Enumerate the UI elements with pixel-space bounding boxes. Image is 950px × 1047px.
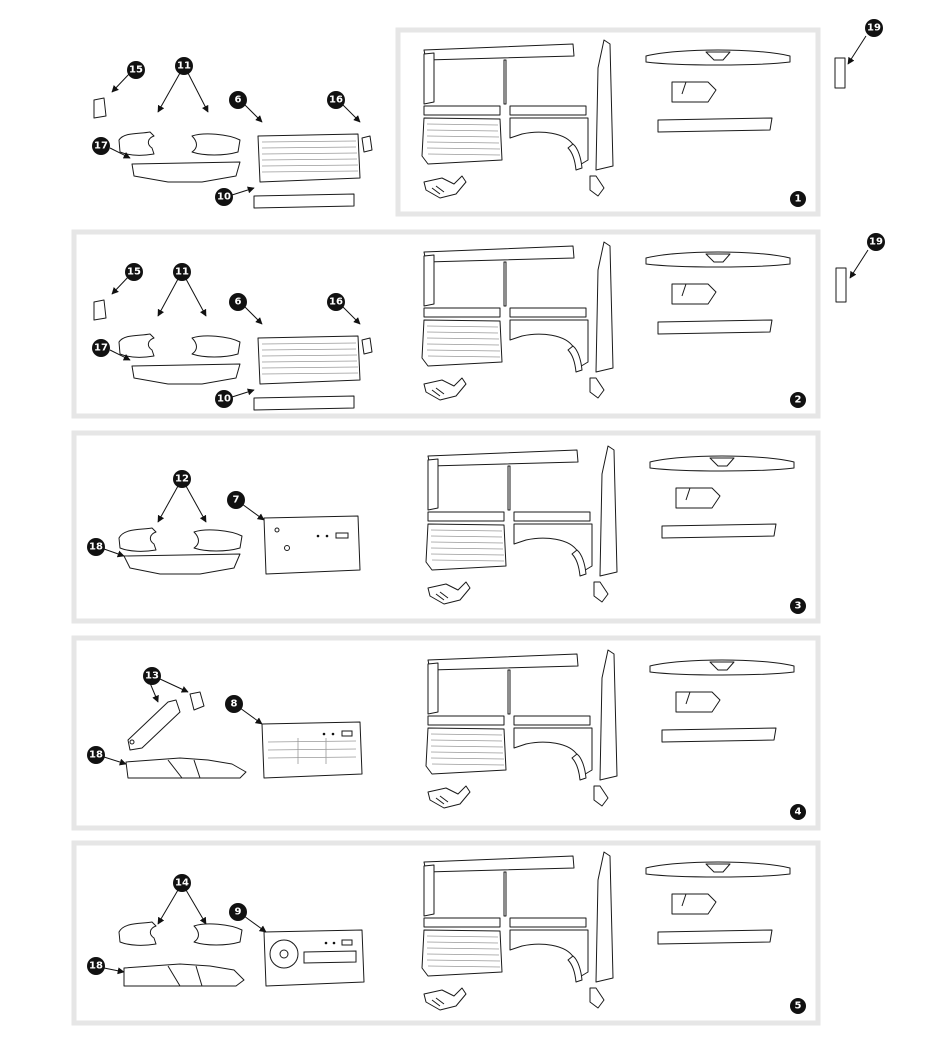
svg-text:18: 18 <box>89 542 103 553</box>
variant-3-frame <box>71 430 821 624</box>
svg-text:5: 5 <box>795 1001 802 1012</box>
callout-10: 10 <box>215 388 255 408</box>
callout-18: 18 <box>87 957 125 975</box>
svg-text:15: 15 <box>129 65 143 76</box>
callout-10: 10 <box>215 186 255 206</box>
svg-text:18: 18 <box>89 961 103 972</box>
vehicle-panel-set <box>421 851 791 1011</box>
callout-9: 9 <box>229 903 267 933</box>
callout-8: 8 <box>225 695 263 725</box>
variant-number-3: 3 <box>790 598 806 614</box>
svg-text:19: 19 <box>867 23 881 34</box>
callout-15: 15 <box>111 61 145 93</box>
callout-11: 11 <box>157 57 209 113</box>
variant-2-group: 15 11 6 16 17 10 19 2 <box>71 229 885 419</box>
variant-1-group: 15 11 6 16 17 10 19 1 <box>92 19 883 217</box>
callout-14: 14 <box>157 874 207 925</box>
svg-text:8: 8 <box>231 699 238 710</box>
svg-text:14: 14 <box>175 878 189 889</box>
callout-18: 18 <box>87 746 127 766</box>
callout-6: 6 <box>229 91 263 123</box>
vehicle-panel-set <box>425 445 795 605</box>
variant-5-group: 14 9 18 5 <box>71 840 821 1026</box>
svg-text:1: 1 <box>795 194 802 205</box>
svg-text:17: 17 <box>94 343 108 354</box>
svg-text:12: 12 <box>175 474 189 485</box>
callout-17: 17 <box>92 137 131 159</box>
vehicle-panel-set <box>425 649 795 809</box>
svg-text:10: 10 <box>217 394 231 405</box>
variant-3-group: 12 7 18 3 <box>71 430 821 624</box>
svg-text:16: 16 <box>329 297 343 308</box>
svg-text:13: 13 <box>145 671 159 682</box>
svg-text:18: 18 <box>89 750 103 761</box>
svg-text:2: 2 <box>795 395 802 406</box>
interior-parts-set <box>118 515 361 575</box>
svg-text:11: 11 <box>175 267 189 278</box>
variant-number-5: 5 <box>790 998 806 1014</box>
svg-text:4: 4 <box>795 807 802 818</box>
svg-text:17: 17 <box>94 141 108 152</box>
callout-15: 15 <box>111 263 143 295</box>
variant-4-frame <box>71 635 821 831</box>
svg-text:6: 6 <box>235 297 242 308</box>
variant-number-2: 2 <box>790 392 806 408</box>
svg-text:10: 10 <box>217 192 231 203</box>
svg-text:11: 11 <box>177 61 191 72</box>
vehicle-panel-set <box>421 39 791 199</box>
interior-parts-set <box>93 299 373 411</box>
variant-4-group: 13 8 18 4 <box>71 635 821 831</box>
svg-text:3: 3 <box>795 601 802 612</box>
variant-1-frame <box>395 27 821 217</box>
svg-text:7: 7 <box>233 495 240 506</box>
variant-number-1: 1 <box>790 191 806 207</box>
callout-18: 18 <box>87 538 125 558</box>
callout-11: 11 <box>157 263 207 317</box>
interior-parts-set <box>118 921 365 987</box>
callout-16: 16 <box>327 293 361 325</box>
interior-parts-set <box>125 691 363 779</box>
svg-text:15: 15 <box>127 267 141 278</box>
variant-2-frame <box>71 229 821 419</box>
callout-7: 7 <box>227 491 265 521</box>
callout-19: 19 <box>834 19 883 89</box>
variant-number-4: 4 <box>790 804 806 820</box>
callout-6: 6 <box>229 293 263 325</box>
variant-5-frame <box>71 840 821 1026</box>
callout-13: 13 <box>143 667 189 703</box>
callout-19: 19 <box>835 233 885 303</box>
callout-17: 17 <box>92 339 131 361</box>
vehicle-panel-set <box>421 241 791 401</box>
interior-parts-set <box>93 97 373 209</box>
svg-text:6: 6 <box>235 95 242 106</box>
callout-16: 16 <box>327 91 361 123</box>
svg-text:9: 9 <box>235 907 242 918</box>
svg-text:19: 19 <box>869 237 883 248</box>
callout-12: 12 <box>157 470 207 523</box>
svg-text:16: 16 <box>329 95 343 106</box>
